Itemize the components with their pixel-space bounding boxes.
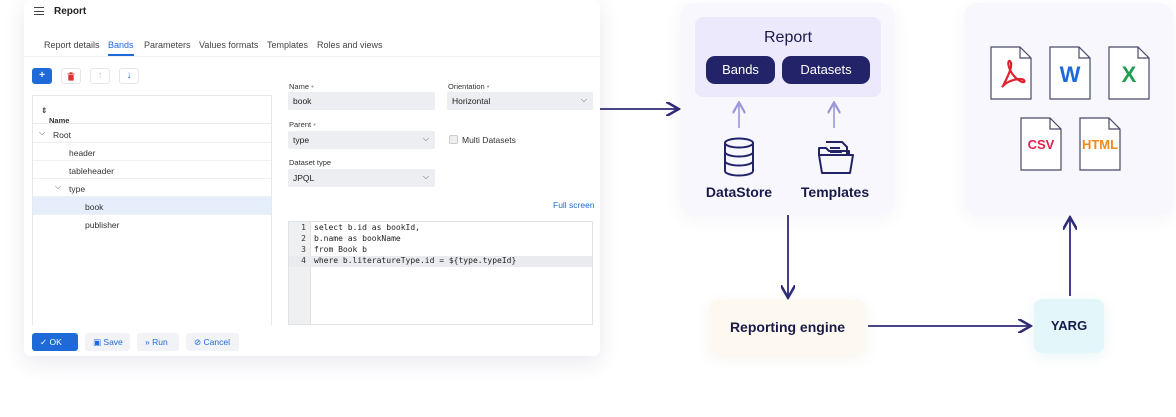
ok-button[interactable]: ✓ OK <box>32 333 78 351</box>
templates-label: Templates <box>800 184 870 200</box>
bands-pill: Bands <box>706 56 775 84</box>
tree-row-publisher[interactable]: publisher <box>85 220 120 230</box>
bands-tree: Name ⇕ ⌵ Root header tableheader ⌵ type … <box>32 95 272 329</box>
cancel-button[interactable]: ⊘ Cancel <box>186 333 239 351</box>
report-editor-window: Report Report details Bands Parameters V… <box>24 0 600 356</box>
tree-header[interactable]: Name ⇕ <box>33 96 271 125</box>
bottom-action-bar: ✓ OK ▣ Save » Run ⊘ Cancel <box>24 325 600 356</box>
move-down-button[interactable]: ↓ <box>119 68 139 84</box>
tabs-divider <box>24 56 600 57</box>
tree-row-root[interactable]: ⌵ Root <box>33 125 271 143</box>
tab-report-details[interactable]: Report details <box>44 40 100 50</box>
tab-values-formats[interactable]: Values formats <box>199 40 259 50</box>
name-label: Name • <box>289 82 314 91</box>
full-screen-link[interactable]: Full screen <box>553 200 595 210</box>
name-field[interactable]: book <box>288 92 435 110</box>
run-button[interactable]: » Run <box>137 333 179 351</box>
name-column-header[interactable]: Name ⇕ <box>41 106 70 125</box>
report-box: Report Bands Datasets <box>695 17 881 97</box>
datastore-label: DataStore <box>705 184 773 200</box>
trash-icon <box>67 72 75 81</box>
dataset-type-label: Dataset type <box>289 158 332 167</box>
multi-datasets-checkbox[interactable] <box>449 135 458 144</box>
chevron-down-icon[interactable]: ⌵ <box>55 182 62 191</box>
floppy-icon: ▣ <box>93 337 102 347</box>
tree-row-header[interactable]: header <box>33 143 271 161</box>
tab-parameters[interactable]: Parameters <box>144 40 191 50</box>
word-file-icon <box>1049 46 1091 100</box>
parent-select[interactable]: type ⌵ <box>288 131 435 149</box>
tree-row-book[interactable]: book <box>33 197 271 215</box>
title-bar: Report <box>24 0 600 26</box>
excel-letter: X <box>1121 62 1137 87</box>
chevron-down-icon[interactable]: ⌵ <box>39 128 46 137</box>
report-title: Report <box>763 29 813 46</box>
double-chevron-icon: » <box>145 337 150 347</box>
parent-label: Parent • <box>289 120 316 129</box>
yarg-box: YARG <box>1034 299 1104 353</box>
output-formats-panel <box>964 3 1174 215</box>
delete-band-button[interactable] <box>61 68 81 84</box>
save-button[interactable]: ▣ Save <box>85 333 130 351</box>
excel-file-icon <box>1108 46 1150 100</box>
multi-datasets-label: Multi Datasets <box>462 135 516 145</box>
tree-row-type[interactable]: ⌵ type <box>33 179 271 197</box>
reporting-engine-box: Reporting engine <box>710 300 865 354</box>
tab-roles-and-views[interactable]: Roles and views <box>317 40 383 50</box>
dataset-type-select[interactable]: JPQL ⌵ <box>288 169 435 187</box>
orientation-select[interactable]: Horizontal ⌵ <box>447 92 593 110</box>
html-label: HTML <box>1081 137 1119 152</box>
chevron-down-icon: ⌵ <box>422 172 429 181</box>
orientation-label: Orientation • <box>448 82 490 91</box>
tab-templates[interactable]: Templates <box>267 40 309 50</box>
html-file-icon <box>1079 117 1121 171</box>
move-up-button[interactable]: ↑ <box>90 68 110 84</box>
add-band-button[interactable]: + <box>32 68 52 84</box>
word-letter: W <box>1059 62 1081 87</box>
pdf-file-icon <box>990 46 1032 100</box>
csv-file-icon <box>1020 117 1062 171</box>
menu-icon[interactable] <box>34 7 44 15</box>
tab-bands[interactable]: Bands <box>108 40 134 56</box>
tree-row-tableheader[interactable]: tableheader <box>33 161 271 179</box>
line-number-gutter <box>289 222 311 324</box>
cancel-icon: ⊘ <box>194 337 202 347</box>
window-title: Report <box>54 6 87 17</box>
csv-label: CSV <box>1027 137 1055 152</box>
chevron-down-icon: ⌵ <box>422 134 429 143</box>
chevron-down-icon: ⌵ <box>580 95 587 104</box>
datasets-pill: Datasets <box>782 56 870 84</box>
